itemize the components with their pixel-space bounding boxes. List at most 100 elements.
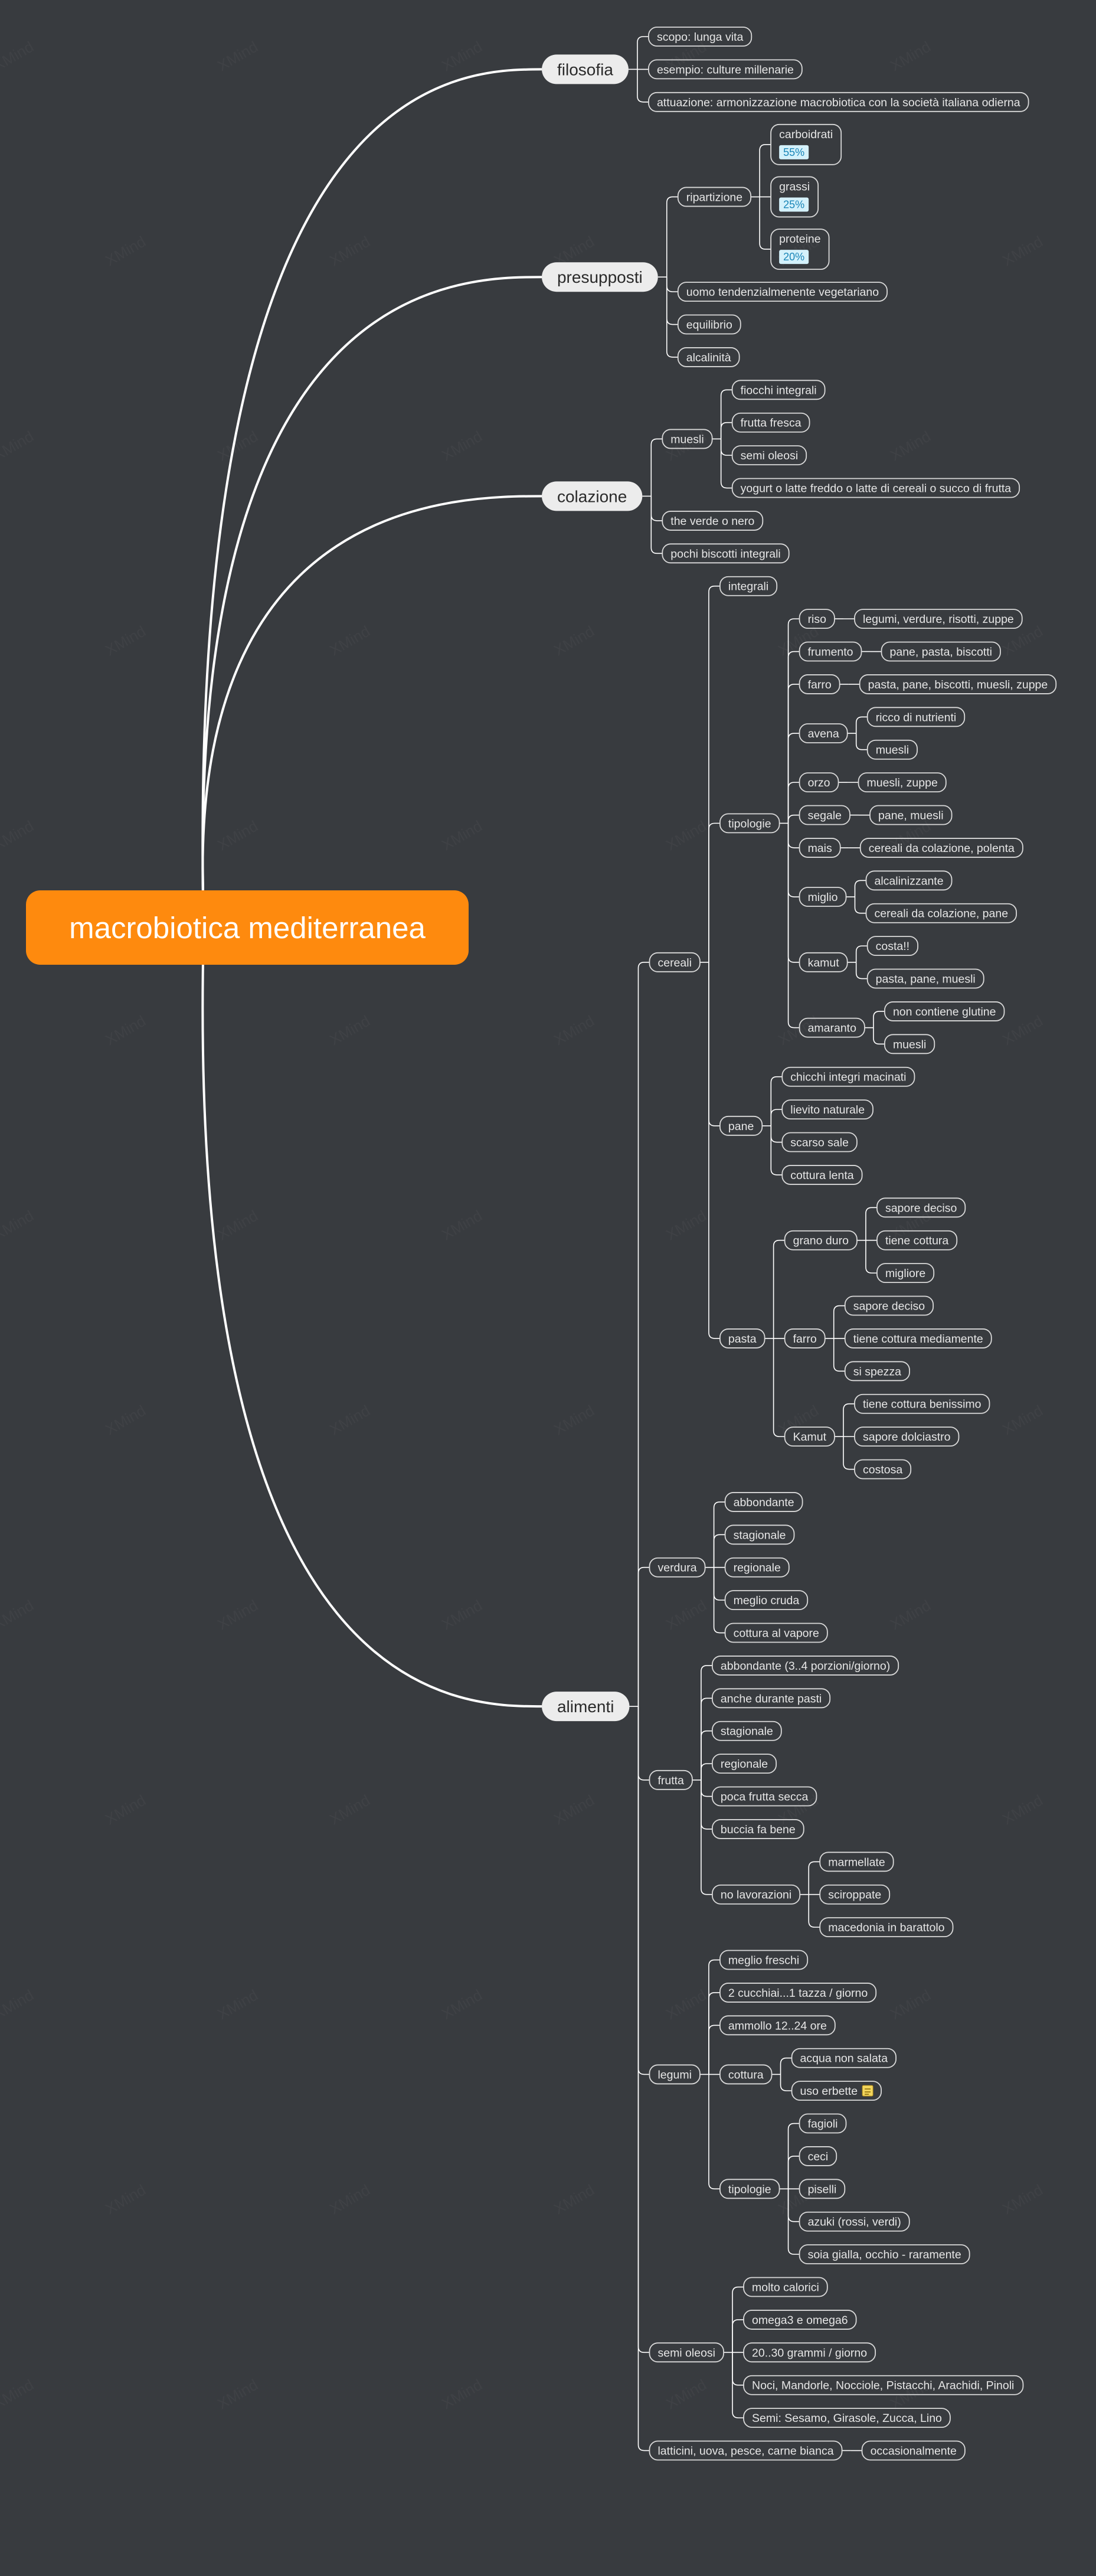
topic-ceci[interactable]: ceci: [799, 2146, 837, 2166]
topic-sciroppate[interactable]: sciroppate: [819, 1884, 891, 1905]
topic-cottura-lenta[interactable]: cottura lenta: [781, 1165, 863, 1185]
topic-pane-muesli[interactable]: pane, muesli: [869, 805, 953, 825]
topic-pane-pasta-biscotti[interactable]: pane, pasta, biscotti: [881, 641, 1001, 662]
topic-tiene-cottura[interactable]: tiene cottura: [876, 1230, 958, 1251]
topic-pasta-pane-muesli[interactable]: pasta, pane, muesli: [866, 968, 984, 989]
topic-farro[interactable]: farro: [799, 674, 840, 694]
topic-pasta[interactable]: pasta: [719, 1328, 765, 1349]
main-topic-presupposti[interactable]: presupposti: [542, 262, 658, 292]
topic-azuki-rossi-verdi[interactable]: azuki (rossi, verdi): [799, 2211, 910, 2232]
topic-cereali[interactable]: cereali: [649, 952, 701, 972]
topic-acqua-non-salata[interactable]: acqua non salata: [791, 2048, 897, 2068]
topic-mais[interactable]: mais: [799, 838, 841, 858]
topic-fagioli[interactable]: fagioli: [799, 2113, 847, 2134]
topic-pane[interactable]: pane: [719, 1115, 763, 1136]
topic-segale[interactable]: segale: [799, 805, 850, 825]
main-topic-colazione[interactable]: colazione: [542, 481, 643, 511]
topic-chicchi-integri-macinati[interactable]: chicchi integri macinati: [781, 1066, 915, 1087]
topic-non-contiene-glutine[interactable]: non contiene glutine: [884, 1001, 1005, 1021]
topic-soia-gialla-occhio-raramente[interactable]: soia gialla, occhio - raramente: [799, 2244, 970, 2265]
topic-muesli[interactable]: muesli: [662, 429, 713, 449]
topic-costa[interactable]: costa!!: [866, 936, 919, 956]
topic-farro[interactable]: farro: [784, 1328, 826, 1349]
topic-grano-duro[interactable]: grano duro: [784, 1230, 858, 1251]
topic-stagionale[interactable]: stagionale: [712, 1720, 782, 1741]
topic-miglio[interactable]: miglio: [799, 887, 847, 907]
topic-cottura[interactable]: cottura: [719, 2064, 773, 2085]
topic-lievito-naturale[interactable]: lievito naturale: [781, 1099, 873, 1120]
topic-meglio-freschi[interactable]: meglio freschi: [719, 1950, 809, 1970]
topic-amaranto[interactable]: amaranto: [799, 1017, 865, 1038]
topic-20-30-grammi-giorno[interactable]: 20..30 grammi / giorno: [743, 2342, 876, 2363]
topic-costosa[interactable]: costosa: [854, 1459, 912, 1480]
topic-poca-frutta-secca[interactable]: poca frutta secca: [712, 1786, 817, 1807]
topic-cottura-al-vapore[interactable]: cottura al vapore: [724, 1622, 828, 1643]
topic-semi-oleosi[interactable]: semi oleosi: [731, 445, 807, 466]
topic-anche-durante-pasti[interactable]: anche durante pasti: [712, 1688, 831, 1709]
main-topic-filosofia[interactable]: filosofia: [542, 54, 629, 84]
topic-kamut[interactable]: kamut: [799, 952, 848, 972]
topic-omega3-e-omega6[interactable]: omega3 e omega6: [743, 2310, 857, 2330]
topic-orzo[interactable]: orzo: [799, 772, 839, 793]
topic-latticini-uova-pesce-carne-bianca[interactable]: latticini, uova, pesce, carne bianca: [649, 2440, 843, 2461]
topic-alcalinizzante[interactable]: alcalinizzante: [865, 870, 953, 891]
topic-fiocchi-integrali[interactable]: fiocchi integrali: [731, 380, 826, 400]
central-topic[interactable]: macrobiotica mediterranea: [26, 890, 469, 965]
topic-piselli[interactable]: piselli: [799, 2179, 846, 2199]
topic-yogurt-o-latte-freddo-o-latte-di-cereali[interactable]: yogurt o latte freddo o latte di cereali…: [731, 478, 1020, 498]
topic-macedonia-in-barattolo[interactable]: macedonia in barattolo: [819, 1917, 954, 1938]
topic-sapore-dolciastro[interactable]: sapore dolciastro: [854, 1426, 960, 1447]
topic-abbondante-3-4-porzioni-giorno[interactable]: abbondante (3..4 porzioni/giorno): [712, 1656, 899, 1676]
topic-tipologie[interactable]: tipologie: [719, 2179, 780, 2199]
topic-meglio-cruda[interactable]: meglio cruda: [724, 1590, 809, 1611]
topic-legumi-verdure-risotti-zuppe[interactable]: legumi, verdure, risotti, zuppe: [854, 609, 1023, 629]
topic-kamut[interactable]: Kamut: [784, 1426, 835, 1447]
topic-si-spezza[interactable]: si spezza: [844, 1361, 910, 1382]
topic-stagionale[interactable]: stagionale: [724, 1524, 795, 1545]
topic-molto-calorici[interactable]: molto calorici: [743, 2277, 828, 2297]
topic-scarso-sale[interactable]: scarso sale: [781, 1132, 858, 1152]
topic-semi-sesamo-girasole-zucca-lino[interactable]: Semi: Sesamo, Girasole, Zucca, Lino: [743, 2408, 951, 2428]
topic-equilibrio[interactable]: equilibrio: [677, 314, 741, 335]
topic-tiene-cottura-benissimo[interactable]: tiene cottura benissimo: [854, 1393, 990, 1414]
topic-buccia-fa-bene[interactable]: buccia fa bene: [712, 1819, 804, 1839]
topic-occasionalmente[interactable]: occasionalmente: [861, 2440, 966, 2461]
topic-2-cucchiai-1-tazza-giorno[interactable]: 2 cucchiai...1 tazza / giorno: [719, 1983, 877, 2003]
topic-semi-oleosi[interactable]: semi oleosi: [649, 2342, 724, 2363]
main-topic-alimenti[interactable]: alimenti: [542, 1692, 630, 1722]
topic-frutta[interactable]: frutta: [649, 1769, 693, 1790]
topic-regionale[interactable]: regionale: [724, 1557, 790, 1578]
topic-esempio-culture-millenarie[interactable]: esempio: culture millenarie: [648, 59, 803, 80]
topic-tiene-cottura-mediamente[interactable]: tiene cottura mediamente: [844, 1328, 992, 1349]
topic-tipologie[interactable]: tipologie: [719, 813, 780, 834]
topic-frutta-fresca[interactable]: frutta fresca: [731, 412, 810, 433]
topic-riso[interactable]: riso: [799, 609, 835, 629]
topic-ripartizione[interactable]: ripartizione: [677, 187, 752, 207]
topic-the-verde-o-nero[interactable]: the verde o nero: [662, 511, 764, 531]
topic-uomo-tendenzialmenente-vegetariano[interactable]: uomo tendenzialmenente vegetariano: [677, 282, 888, 302]
topic-ammollo-12-24-ore[interactable]: ammollo 12..24 ore: [719, 2015, 836, 2036]
topic-attuazione-armonizzazione-macrobiotica-c[interactable]: attuazione: armonizzazione macrobiotica …: [648, 92, 1029, 112]
topic-migliore[interactable]: migliore: [876, 1263, 935, 1284]
topic-scopo-lunga-vita[interactable]: scopo: lunga vita: [648, 27, 753, 47]
topic-frumento[interactable]: frumento: [799, 641, 862, 662]
topic-sapore-deciso[interactable]: sapore deciso: [844, 1295, 934, 1316]
topic-pochi-biscotti-integrali[interactable]: pochi biscotti integrali: [662, 543, 790, 564]
topic-muesli-zuppe[interactable]: muesli, zuppe: [858, 772, 947, 793]
topic-legumi[interactable]: legumi: [649, 2064, 701, 2085]
topic-verdura[interactable]: verdura: [649, 1557, 706, 1578]
topic-marmellate[interactable]: marmellate: [819, 1852, 894, 1872]
topic-uso-erbette[interactable]: uso erbette: [791, 2081, 882, 2101]
topic-alcalinit[interactable]: alcalinità: [677, 347, 740, 367]
topic-no-lavorazioni[interactable]: no lavorazioni: [712, 1884, 801, 1905]
topic-muesli[interactable]: muesli: [866, 739, 918, 760]
topic-pasta-pane-biscotti-muesli-zuppe[interactable]: pasta, pane, biscotti, muesli, zuppe: [859, 674, 1057, 694]
topic-cereali-da-colazione-pane[interactable]: cereali da colazione, pane: [865, 903, 1017, 923]
topic-regionale[interactable]: regionale: [712, 1754, 777, 1774]
topic-noci-mandorle-nocciole-pistacchi-arachid[interactable]: Noci, Mandorle, Nocciole, Pistacchi, Ara…: [743, 2375, 1024, 2395]
topic-ricco-di-nutrienti[interactable]: ricco di nutrienti: [866, 707, 966, 727]
topic-abbondante[interactable]: abbondante: [724, 1492, 803, 1512]
